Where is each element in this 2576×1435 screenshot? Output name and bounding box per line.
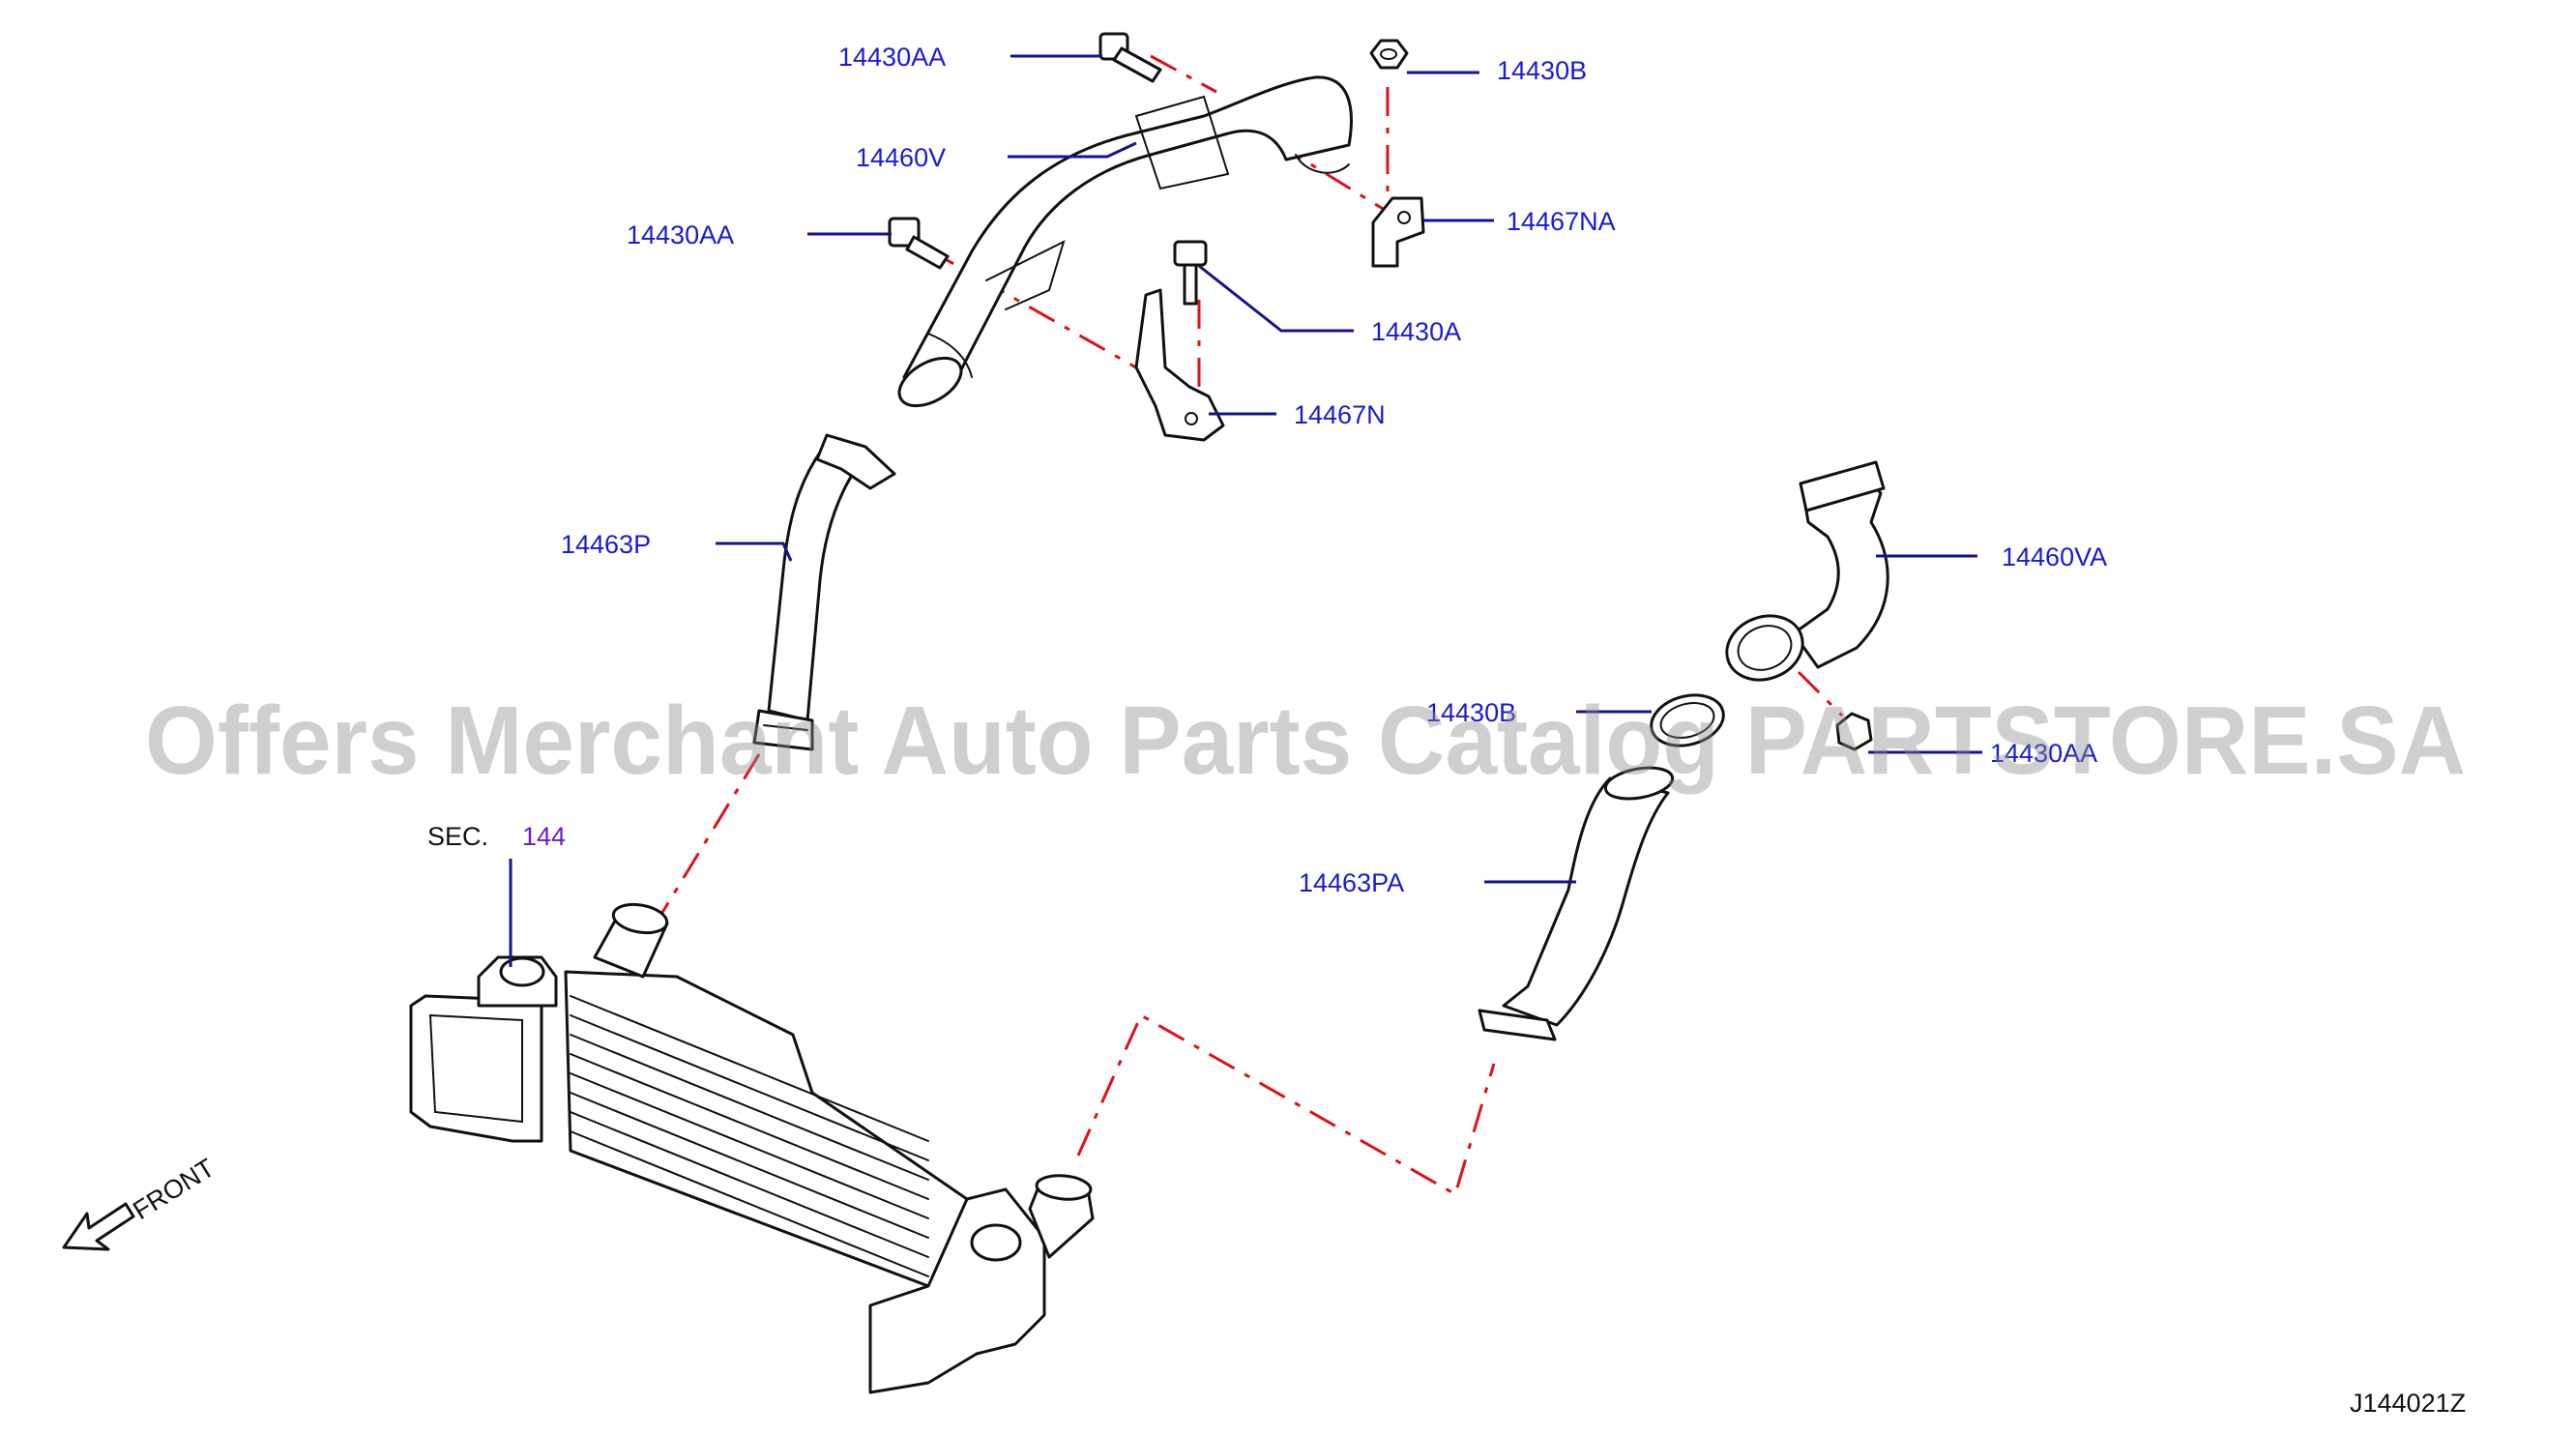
front-label: FRONT: [128, 1153, 220, 1225]
callout-14463p[interactable]: 14463P: [561, 530, 651, 559]
callout-14460v[interactable]: 14460V: [856, 143, 946, 172]
bolt-right-icon[interactable]: [1835, 712, 1873, 751]
leader-lines: [716, 54, 1982, 884]
clamp-right-icon[interactable]: [1646, 688, 1729, 753]
nut-top-right-icon[interactable]: [1369, 39, 1409, 70]
callout-14430aa-left[interactable]: 14430AA: [627, 220, 734, 249]
callout-14467na[interactable]: 14467NA: [1507, 207, 1616, 236]
section-ref-number[interactable]: 144: [522, 822, 566, 851]
callout-14430aa-upper[interactable]: 14430AA: [838, 43, 946, 72]
callout-14430aa-right[interactable]: 14430AA: [1990, 739, 2097, 768]
callout-14460va[interactable]: 14460VA: [2002, 542, 2107, 571]
hose-left-14463p[interactable]: [752, 433, 896, 751]
pipe-right-14460va[interactable]: [1717, 460, 1889, 690]
callout-14463pa[interactable]: 14463PA: [1299, 868, 1404, 897]
callout-14430b-right[interactable]: 14430B: [1426, 698, 1516, 727]
section-ref-prefix: SEC.: [427, 822, 488, 851]
intercooler-assembly[interactable]: [409, 900, 1095, 1394]
watermark: Offers Merchant Auto Parts Catalog PARTS…: [145, 687, 2466, 795]
bracket-right-icon[interactable]: [1371, 196, 1425, 268]
assembly-lines: [651, 54, 1844, 1197]
front-arrow-icon: [62, 1202, 135, 1251]
callout-14467n[interactable]: 14467N: [1294, 400, 1386, 429]
bolt-left-icon[interactable]: [888, 217, 950, 270]
callout-labels: 14430AA 14430B 14460V 14467NA 14430AA 14…: [128, 43, 2466, 1418]
bolt-upper-icon[interactable]: [1098, 32, 1162, 83]
callout-14430b-top[interactable]: 14430B: [1497, 56, 1587, 85]
hose-right-14463pa[interactable]: [1478, 763, 1675, 1041]
bolt-mid-icon[interactable]: [1173, 240, 1208, 306]
bracket-mid-icon[interactable]: [1134, 288, 1225, 442]
upper-pipe-14460v[interactable]: [892, 75, 1353, 416]
diagram-code: J144021Z: [2350, 1389, 2466, 1418]
core-fins: [570, 995, 929, 1277]
callout-14430a[interactable]: 14430A: [1371, 317, 1461, 346]
